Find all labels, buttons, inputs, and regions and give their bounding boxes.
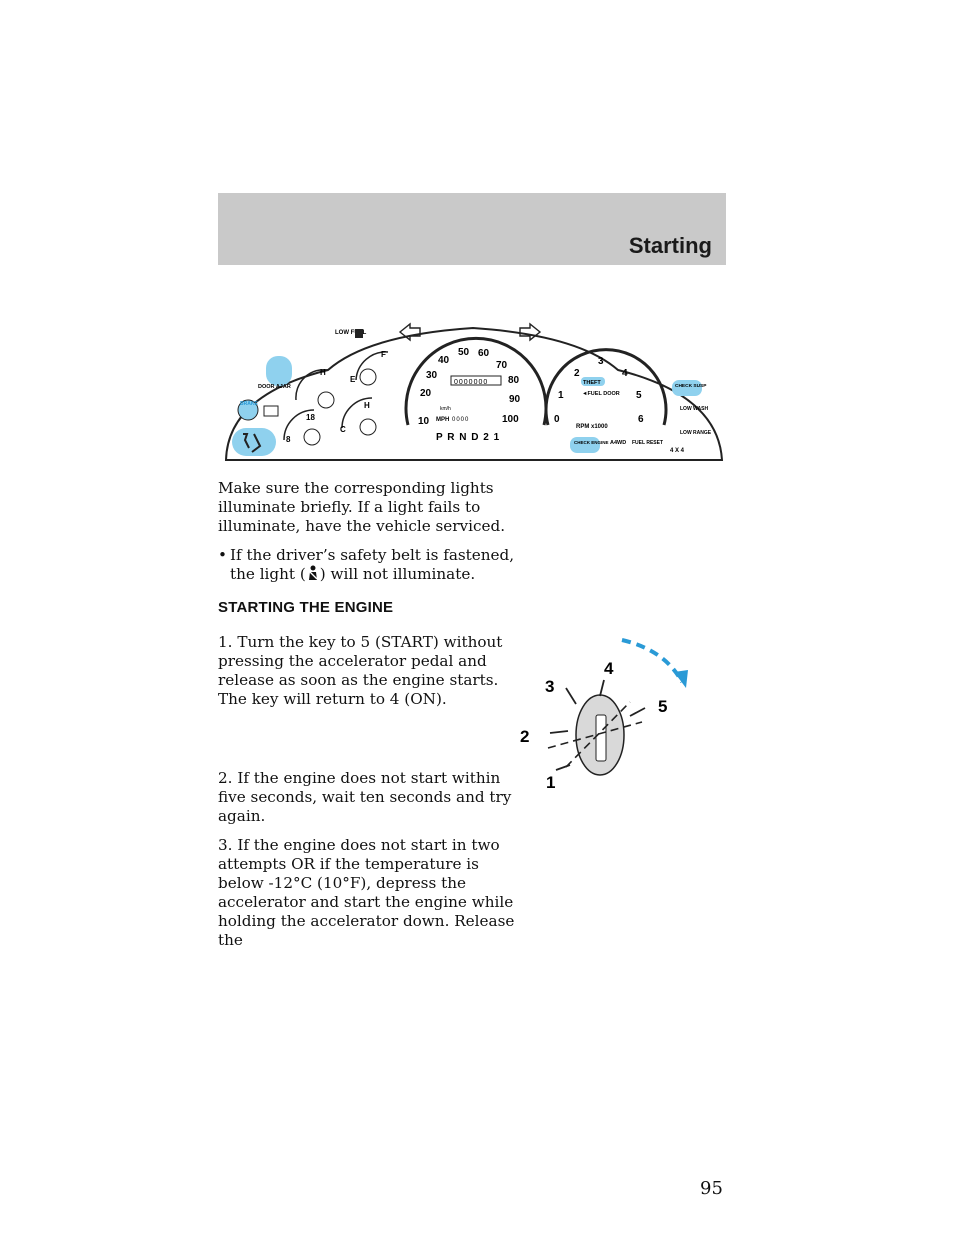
svg-text:50: 50 [458, 347, 470, 358]
svg-text:6: 6 [638, 414, 644, 425]
svg-text:10: 10 [418, 416, 430, 427]
position-5-label: 5 [658, 697, 667, 716]
section-heading: STARTING THE ENGINE [218, 599, 394, 616]
svg-text:80: 80 [508, 375, 520, 386]
instrument-cluster-svg: LOW FUEL DOOR AJAR BRAKE H E F [224, 322, 724, 461]
svg-text:4: 4 [622, 368, 628, 379]
svg-text:8: 8 [286, 435, 291, 444]
low-fuel-label: LOW FUEL [335, 330, 367, 336]
position-4-label: 4 [604, 659, 614, 678]
position-guide-line [565, 701, 631, 768]
page-number: 95 [700, 1178, 723, 1199]
odometer-display [450, 375, 502, 386]
temperature-gauge: H C [340, 397, 377, 436]
instrument-cluster-figure: LOW FUEL DOOR AJAR BRAKE H E F [218, 300, 728, 470]
coolant-warning-icon [266, 356, 292, 386]
theft-indicator [581, 377, 605, 386]
svg-text:F: F [381, 350, 386, 359]
position-tick [555, 764, 571, 771]
oil-pressure-gauge: H [295, 368, 335, 409]
svg-text:H: H [320, 368, 326, 377]
svg-text:CHECK ENGINE: CHECK ENGINE [574, 440, 609, 445]
gear-indicator: P R N D 2 1 [436, 432, 500, 443]
svg-text:MPH: MPH [436, 417, 449, 423]
bullet-text-before: If the driver’s safety belt is fastened,… [230, 546, 515, 583]
position-1-label: 1 [546, 773, 555, 792]
ignition-switch-svg: 1 2 3 4 5 [520, 638, 688, 792]
arrow-head-icon [674, 670, 688, 688]
svg-text:60: 60 [478, 348, 490, 359]
position-tick [599, 679, 605, 697]
svg-text:30: 30 [426, 370, 438, 381]
bullet-text-after: ) will not illuminate. [319, 565, 476, 583]
svg-text:18: 18 [306, 413, 315, 422]
step-1: 1. Turn the key to 5 (START) without pre… [218, 633, 503, 708]
body-text: Make sure the corresponding lights illum… [218, 479, 518, 960]
battery-icon [263, 405, 279, 417]
svg-text:40: 40 [438, 355, 450, 366]
section-title: Starting [628, 233, 712, 258]
start-rotation-arrow [621, 638, 684, 683]
svg-text:0000000: 0000000 [454, 379, 488, 386]
bullet-dot: • [218, 546, 227, 564]
svg-text:THEFT: THEFT [583, 380, 601, 386]
svg-text:A4WD: A4WD [610, 440, 626, 446]
svg-text:70: 70 [496, 360, 508, 371]
key-slot [595, 714, 607, 762]
svg-text:0000: 0000 [452, 417, 469, 423]
svg-text:0: 0 [554, 414, 560, 425]
right-turn-arrow-icon [519, 322, 542, 342]
position-tick [565, 687, 577, 705]
svg-text:H: H [364, 401, 370, 410]
svg-text:LOW RANGE: LOW RANGE [680, 430, 712, 436]
intro-paragraph: Make sure the corresponding lights illum… [218, 479, 506, 535]
position-tick [629, 707, 646, 717]
ignition-switch-figure: 1 2 3 4 5 [500, 630, 710, 820]
svg-text:km/h: km/h [440, 406, 451, 412]
svg-text:5: 5 [636, 390, 642, 401]
svg-text:E: E [350, 375, 356, 384]
svg-text:FUEL RESET: FUEL RESET [632, 440, 663, 446]
check-susp-indicator [672, 380, 702, 396]
seatbelt-icon [308, 565, 318, 580]
svg-text:4 X 4: 4 X 4 [670, 448, 685, 454]
speedometer: 10 20 30 40 50 60 70 80 90 100 0000000 k… [404, 336, 548, 443]
seatbelt-figure-icon [243, 433, 262, 453]
svg-text:100: 100 [502, 414, 519, 425]
svg-text:LOW WASH: LOW WASH [680, 406, 708, 412]
position-guide-line [547, 721, 643, 749]
fuel-pump-icon [355, 329, 363, 338]
section-header: Starting [218, 193, 726, 265]
bullet-item: • If the driver’s safety belt is fastene… [218, 546, 518, 584]
position-3-label: 3 [545, 677, 554, 696]
door-ajar-label: DOOR AJAR [258, 384, 291, 390]
position-tick [549, 730, 569, 734]
svg-text:3: 3 [598, 356, 604, 367]
svg-text:RPM x1000: RPM x1000 [576, 424, 608, 430]
svg-text:20: 20 [420, 388, 432, 399]
safety-belt-airbag-icons [232, 428, 276, 456]
svg-text:CHECK SUSP: CHECK SUSP [675, 383, 707, 389]
step-3: 3. If the engine does not start in two a… [218, 836, 515, 949]
svg-text:2: 2 [574, 368, 580, 379]
svg-text:C: C [340, 425, 346, 434]
svg-text:◄FUEL DOOR: ◄FUEL DOOR [582, 391, 620, 397]
voltmeter-gauge: 18 8 [283, 409, 321, 446]
step-2: 2. If the engine does not start within f… [218, 769, 512, 825]
left-turn-arrow-icon [398, 322, 421, 342]
position-2-label: 2 [520, 727, 529, 746]
brake-warning-icon [237, 399, 259, 421]
fuel-gauge: E F [350, 350, 389, 386]
brake-label: BRAKE [240, 401, 258, 407]
svg-text:90: 90 [509, 394, 521, 405]
check-engine-indicator [570, 437, 600, 453]
svg-text:1: 1 [558, 390, 564, 401]
tachometer: 0 1 2 3 4 5 6 THEFT ◄FUEL DOOR RPM x1000… [544, 348, 668, 453]
